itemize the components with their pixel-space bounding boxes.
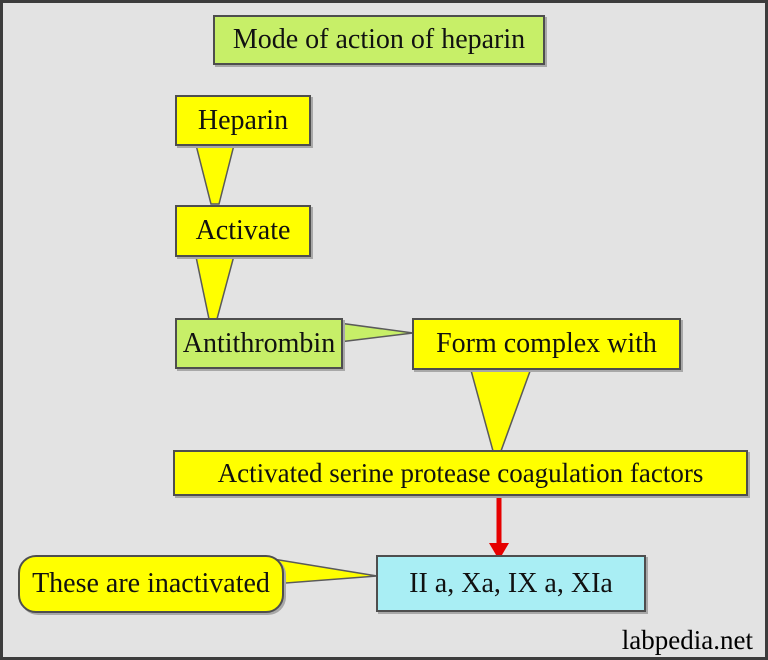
inactivated-to-targets-pointer: [272, 558, 378, 585]
factors-to-targets-arrowhead: [489, 543, 509, 560]
node-factors-label: Activated serine protease coagulation fa…: [217, 457, 704, 488]
watermark: labpedia.net: [621, 625, 753, 655]
node-form-complex: Form complex with: [412, 318, 681, 370]
node-activate-label: Activate: [195, 215, 291, 246]
node-targets-label: II a, Xa, IX a, XIa: [409, 567, 613, 599]
node-antithrombin-label: Antithrombin: [182, 327, 336, 359]
node-inactivated-label: These are inactivated: [32, 568, 270, 599]
node-antithrombin: Antithrombin: [175, 318, 343, 369]
node-title-label: Mode of action of heparin: [232, 24, 526, 55]
node-heparin-label: Heparin: [197, 104, 289, 136]
antithrombin-to-formcomplex-pointer: [338, 322, 414, 343]
node-title: Mode of action of heparin: [213, 15, 545, 65]
node-heparin: Heparin: [175, 95, 311, 146]
node-inactivated: These are inactivated: [18, 555, 284, 613]
node-activate: Activate: [175, 205, 311, 257]
node-targets: II a, Xa, IX a, XIa: [376, 555, 646, 612]
activate-to-antithrombin-pointer: [194, 251, 236, 320]
formcomplex-to-factors-pointer: [468, 362, 535, 452]
heparin-to-activate-pointer: [194, 140, 236, 205]
node-form-complex-label: Form complex with: [436, 328, 657, 359]
node-factors: Activated serine protease coagulation fa…: [173, 450, 748, 496]
